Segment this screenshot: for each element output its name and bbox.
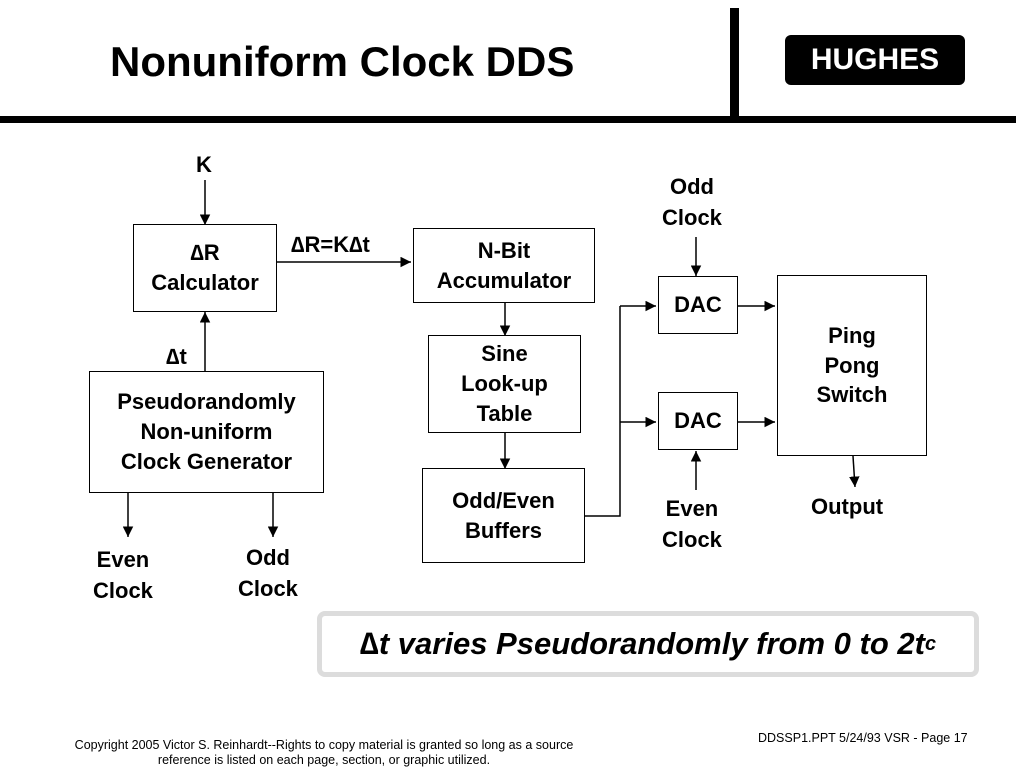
output-label: Output xyxy=(811,494,884,519)
calculator-line1: ∆R xyxy=(190,240,220,266)
generator-even-clock-label: Even Clock xyxy=(93,545,153,607)
generator-line1: Pseudorandomly xyxy=(117,389,296,415)
dac-odd-clock-line2: Clock xyxy=(662,204,722,230)
buffers-line1: Odd/Even xyxy=(452,487,555,513)
clock-generator-block: Pseudorandomly Non-uniform Clock Generat… xyxy=(89,371,324,493)
sine-table-line2: Look-up xyxy=(461,371,548,397)
header-divider xyxy=(0,116,1016,123)
header-vertical-divider xyxy=(730,8,739,118)
dac-odd-clock-label: Odd Clock xyxy=(662,172,722,234)
slide-title: Nonuniform Clock DDS xyxy=(110,38,575,85)
generator-odd-clock-line2: Clock xyxy=(238,575,298,601)
accumulator-line2: Accumulator xyxy=(436,267,572,293)
dac-bottom-label: DAC xyxy=(674,408,722,434)
switch-line2: Pong xyxy=(824,352,880,378)
sine-table-line1: Sine xyxy=(481,341,528,367)
input-k-label: K xyxy=(196,152,212,177)
dac-even-clock-line1: Even xyxy=(665,496,719,521)
accumulator-line1: N-Bit xyxy=(477,237,531,263)
delta-t-note-text: ∆t varies Pseudorandomly from 0 to 2t xyxy=(359,626,925,661)
sine-lookup-table-block: Sine Look-up Table xyxy=(428,335,581,433)
arrow-switch-to-output xyxy=(849,455,860,488)
hughes-logo: HUGHES xyxy=(785,35,965,85)
delta-t-note-subscript: c xyxy=(924,632,937,655)
dac-bottom-block: DAC xyxy=(658,392,738,450)
dac-top-label: DAC xyxy=(674,292,722,318)
delta-r-calculator-block: ∆R Calculator xyxy=(133,224,277,312)
generator-even-clock-line1: Even xyxy=(96,547,150,572)
accumulator-block: N-Bit Accumulator xyxy=(413,228,595,303)
dac-even-clock-line2: Clock xyxy=(662,526,722,552)
delta-t-label: ∆t xyxy=(166,344,187,369)
switch-line3: Switch xyxy=(816,382,888,408)
copyright-notice: Copyright 2005 Victor S. Reinhardt--Righ… xyxy=(12,738,636,768)
calculator-line2: Calculator xyxy=(151,270,259,295)
generator-odd-clock-line1: Odd xyxy=(245,545,290,570)
buffers-line2: Buffers xyxy=(464,517,542,543)
dac-odd-clock-line1: Odd xyxy=(669,174,714,199)
page-info: DDSSP1.PPT 5/24/93 VSR - Page 17 xyxy=(758,731,968,745)
copyright-line2: reference is listed on each page, sectio… xyxy=(157,753,491,767)
generator-line3: Clock Generator xyxy=(120,448,293,474)
generator-line2: Non-uniform xyxy=(140,419,273,445)
sine-table-line3: Table xyxy=(476,400,533,426)
generator-odd-clock-label: Odd Clock xyxy=(238,543,298,605)
odd-even-buffers-block: Odd/Even Buffers xyxy=(422,468,585,563)
copyright-line1: Copyright 2005 Victor S. Reinhardt--Righ… xyxy=(74,738,574,752)
delta-r-formula-label: ∆R=K∆t xyxy=(291,232,370,257)
generator-even-clock-line2: Clock xyxy=(93,577,153,603)
switch-line1: Ping xyxy=(828,322,876,348)
line-buffers-to-split xyxy=(585,306,621,517)
dac-top-block: DAC xyxy=(658,276,738,334)
ping-pong-switch-block: Ping Pong Switch xyxy=(777,275,927,456)
dac-even-clock-label: Even Clock xyxy=(662,494,722,556)
